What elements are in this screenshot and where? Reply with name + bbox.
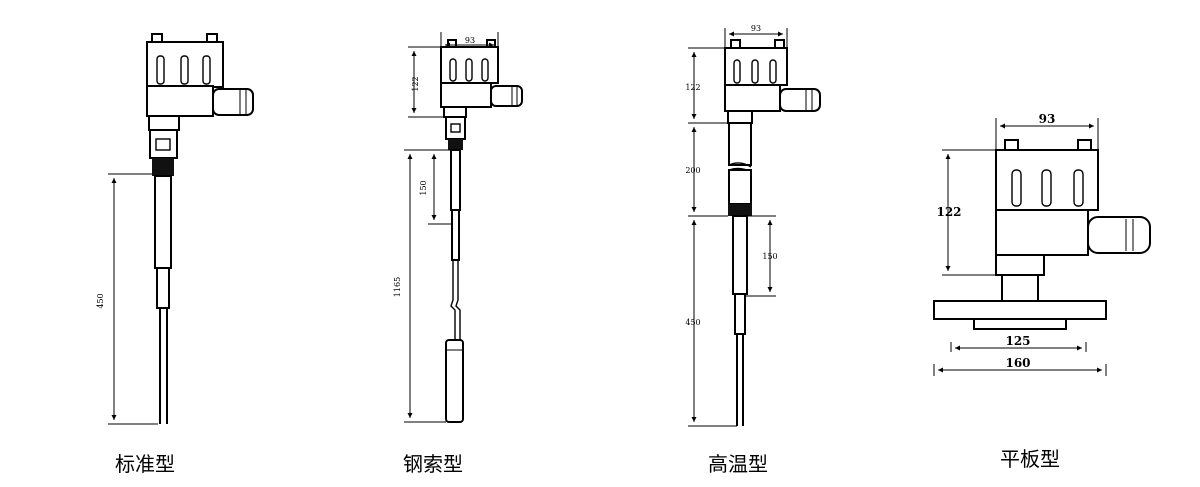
cable-segment-label: 150 xyxy=(419,180,428,195)
flat-plate-type-drawing: 93 122 125 160 平板型 xyxy=(933,112,1151,471)
high-temp-segment-label: 150 xyxy=(762,252,777,261)
high-temp-length-label: 450 xyxy=(685,318,700,327)
standard-probe xyxy=(154,175,172,424)
flat-plate-width-label: 93 xyxy=(1039,112,1056,126)
high-temp-width-label: 93 xyxy=(751,24,761,33)
flat-plate-width-dimension: 93 xyxy=(995,112,1099,150)
standard-neck xyxy=(149,129,178,176)
high-temp-type-drawing: 93 122 200 150 450 高温型 xyxy=(685,24,821,476)
standard-housing xyxy=(146,33,254,131)
standard-type-drawing: 450 标准型 xyxy=(96,33,254,476)
flat-plate-outer-dimension: 160 xyxy=(933,356,1107,376)
cable-segment-dimension: 150 xyxy=(419,149,451,225)
high-temp-length-dimension: 450 xyxy=(685,220,737,427)
flat-plate-head-label: 122 xyxy=(936,205,961,219)
cable-width-label: 93 xyxy=(465,36,475,45)
high-temp-housing xyxy=(724,39,821,124)
cable-head-label: 122 xyxy=(411,76,420,91)
cable-length-dimension: 1165 xyxy=(393,149,446,423)
flat-plate-inner-label: 125 xyxy=(1005,334,1030,348)
cable-length-label: 1165 xyxy=(393,277,402,297)
cable-housing xyxy=(440,39,523,118)
flat-plate-housing xyxy=(995,139,1151,276)
high-temp-extension xyxy=(728,122,752,216)
standard-length-label: 450 xyxy=(96,293,105,308)
flat-plate-head-dimension: 122 xyxy=(936,149,996,276)
standard-type-caption: 标准型 xyxy=(115,452,175,476)
cable-type-caption: 钢索型 xyxy=(403,452,463,476)
high-temp-probe xyxy=(732,215,748,426)
cable-probe xyxy=(445,149,464,423)
standard-length-dimension: 450 xyxy=(96,173,158,425)
high-temp-head-label: 122 xyxy=(685,83,700,92)
cable-width-dimension: 93 xyxy=(440,32,499,48)
high-temp-extension-dimension: 200 xyxy=(685,127,728,217)
cable-neck xyxy=(445,116,466,150)
high-temp-type-caption: 高温型 xyxy=(708,452,768,476)
cable-type-drawing: 93 122 150 1165 钢索型 xyxy=(393,32,523,476)
high-temp-width-dimension: 93 xyxy=(724,24,788,48)
cable-head-dimension: 122 xyxy=(408,46,444,118)
flat-plate-inner-dimension: 125 xyxy=(950,334,1087,352)
flat-plate-flange xyxy=(933,274,1107,330)
high-temp-segment-dimension: 150 xyxy=(745,215,778,297)
flat-plate-outer-label: 160 xyxy=(1005,356,1030,370)
flat-plate-type-caption: 平板型 xyxy=(1000,447,1060,471)
high-temp-head-dimension: 122 xyxy=(685,47,728,124)
high-temp-extension-label: 200 xyxy=(685,166,700,175)
